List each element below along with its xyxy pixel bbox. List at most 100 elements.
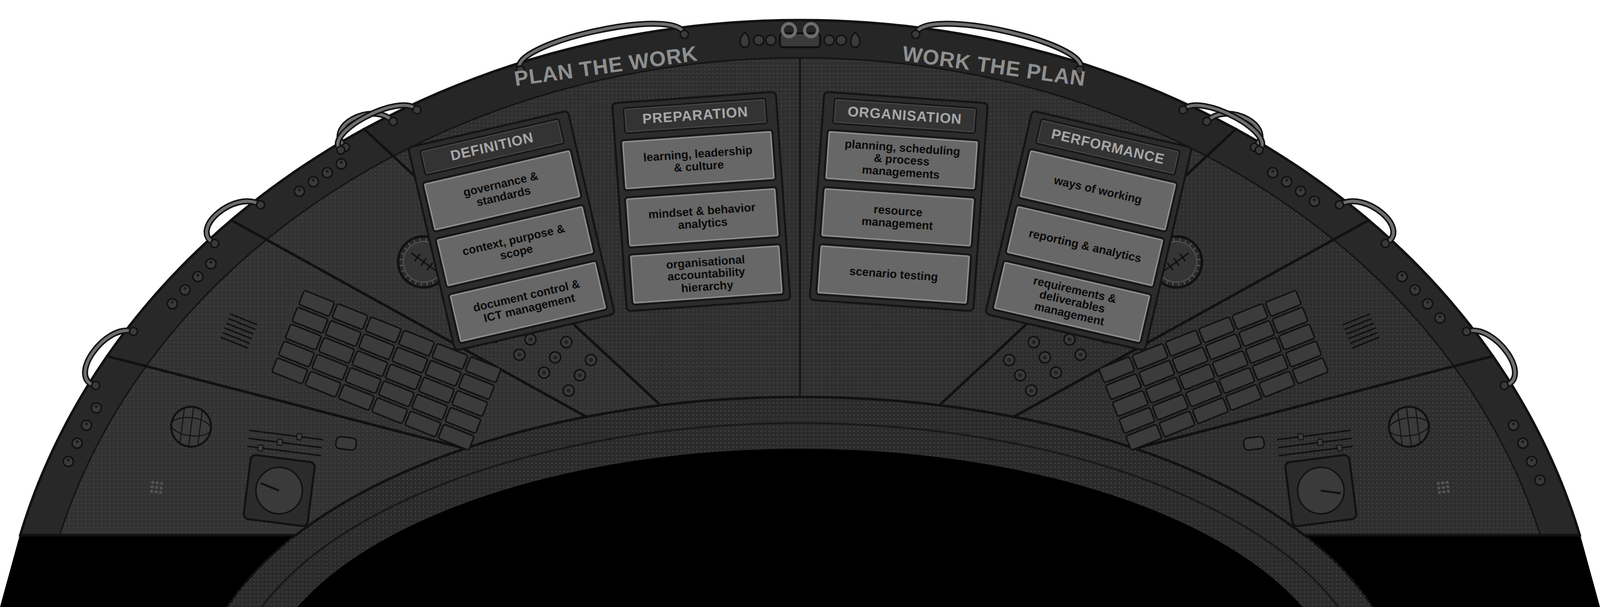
task-label: mindset & behavior analytics (642, 200, 763, 234)
dial-tick (424, 237, 428, 242)
slider-track (249, 430, 323, 440)
module-strip (231, 129, 394, 240)
cable (1339, 201, 1394, 244)
strip-knob-cap (297, 188, 301, 192)
dial-tick (407, 243, 411, 246)
vent-line (1342, 314, 1370, 326)
cable-shadow (84, 330, 134, 386)
dial-tick (1188, 279, 1191, 282)
strip-knob (1435, 313, 1446, 324)
knob-cap (588, 357, 594, 364)
text-wrap: scenario testing (848, 264, 939, 284)
module-strip (1453, 356, 1580, 536)
module-panel (148, 403, 359, 532)
strip-knob (193, 272, 204, 283)
dial-cross (1179, 253, 1186, 262)
task-label: reporting & analytics (1027, 227, 1143, 266)
center-seam (798, 57, 802, 398)
speaker-dot (159, 482, 164, 486)
plug-socket (753, 35, 764, 46)
cable-shadow (206, 201, 261, 244)
dial-cross (426, 262, 433, 271)
speaker-dot (150, 485, 154, 490)
cable-socket (1335, 201, 1344, 210)
grid-key (365, 316, 402, 343)
task-label: governance & standards (441, 164, 563, 216)
column-heading: PREPARATION (627, 103, 763, 129)
globe-parallel (1406, 407, 1412, 448)
vent-line (1352, 337, 1380, 349)
plug-socket (836, 35, 847, 46)
strip-knob (1535, 475, 1546, 486)
task-label: scenario testing (848, 264, 939, 284)
knob-cap (1028, 388, 1035, 394)
grid-key (331, 303, 369, 330)
module-strip (20, 356, 146, 536)
slider-track (248, 438, 322, 449)
vent-line (224, 328, 252, 340)
knob-cap (563, 339, 570, 345)
text-wrap: mindset & behavior analytics (642, 200, 763, 234)
speaker-dot (154, 490, 158, 495)
text-wrap: document control & ICT management (467, 276, 589, 328)
dial-tick (431, 281, 435, 285)
dial-tick (425, 282, 429, 287)
task-label: ways of working (1052, 173, 1144, 207)
vent-line (228, 318, 256, 330)
dial-tick (1189, 243, 1193, 246)
cable-shadow (1466, 330, 1516, 386)
plug-ring (804, 23, 818, 37)
cable-socket (1381, 239, 1390, 248)
vent-line (220, 337, 248, 349)
strip-knob (206, 258, 217, 270)
strip-knob (81, 420, 92, 431)
strip-knob-cap (1400, 274, 1404, 278)
dial-tick (418, 238, 422, 242)
speaker-dot (1442, 490, 1446, 495)
heading-tab: ORGANISATION (832, 97, 978, 135)
grid-key (1192, 397, 1229, 424)
gauge-frame (1284, 455, 1358, 528)
cable-socket (911, 30, 920, 39)
cable (206, 201, 261, 244)
strip-knob-cap (209, 260, 213, 264)
text-wrap: organisational accountability hierarchy (645, 251, 767, 298)
grid-key (1259, 371, 1296, 398)
strip-knob-cap (196, 274, 200, 278)
dial-tick (412, 239, 417, 243)
gauge-frame (242, 455, 316, 528)
strip-knob (322, 167, 333, 179)
knob (536, 365, 553, 381)
speaker-dot (1441, 481, 1445, 486)
strip-knob (1309, 196, 1320, 207)
column-heading: ORGANISATION (837, 103, 973, 129)
strip-knob (1518, 438, 1529, 449)
central-texture (364, 20, 1236, 406)
central-outline (364, 20, 1236, 406)
task-label: context, purpose & scope (454, 220, 576, 272)
cable-socket (389, 117, 398, 126)
module-strip (1206, 129, 1369, 240)
dial-cross (1173, 258, 1180, 266)
strip-knob-cap (1538, 477, 1542, 481)
dial-tick (1172, 237, 1176, 242)
strip-knob-cap (339, 160, 343, 164)
globe-parallel (1415, 408, 1420, 444)
toggle-switch (335, 436, 358, 452)
slider-track (1277, 430, 1351, 440)
dial-tick (399, 258, 404, 262)
gauge-face (252, 465, 305, 517)
strip-knob-cap (183, 287, 187, 291)
cable-shadow (337, 105, 417, 151)
strip-knob-cap (1512, 422, 1516, 426)
speaker-dot (154, 486, 159, 490)
cable-socket (1462, 327, 1471, 336)
dial-tick (1192, 274, 1196, 278)
knob-cap (552, 354, 559, 361)
strip-knob (91, 403, 102, 414)
speaker-dot (1441, 486, 1446, 490)
slider-knob (257, 445, 263, 452)
grid-key (465, 357, 502, 384)
strip-knob (1267, 167, 1278, 179)
strip-knob-cap (1312, 198, 1316, 202)
